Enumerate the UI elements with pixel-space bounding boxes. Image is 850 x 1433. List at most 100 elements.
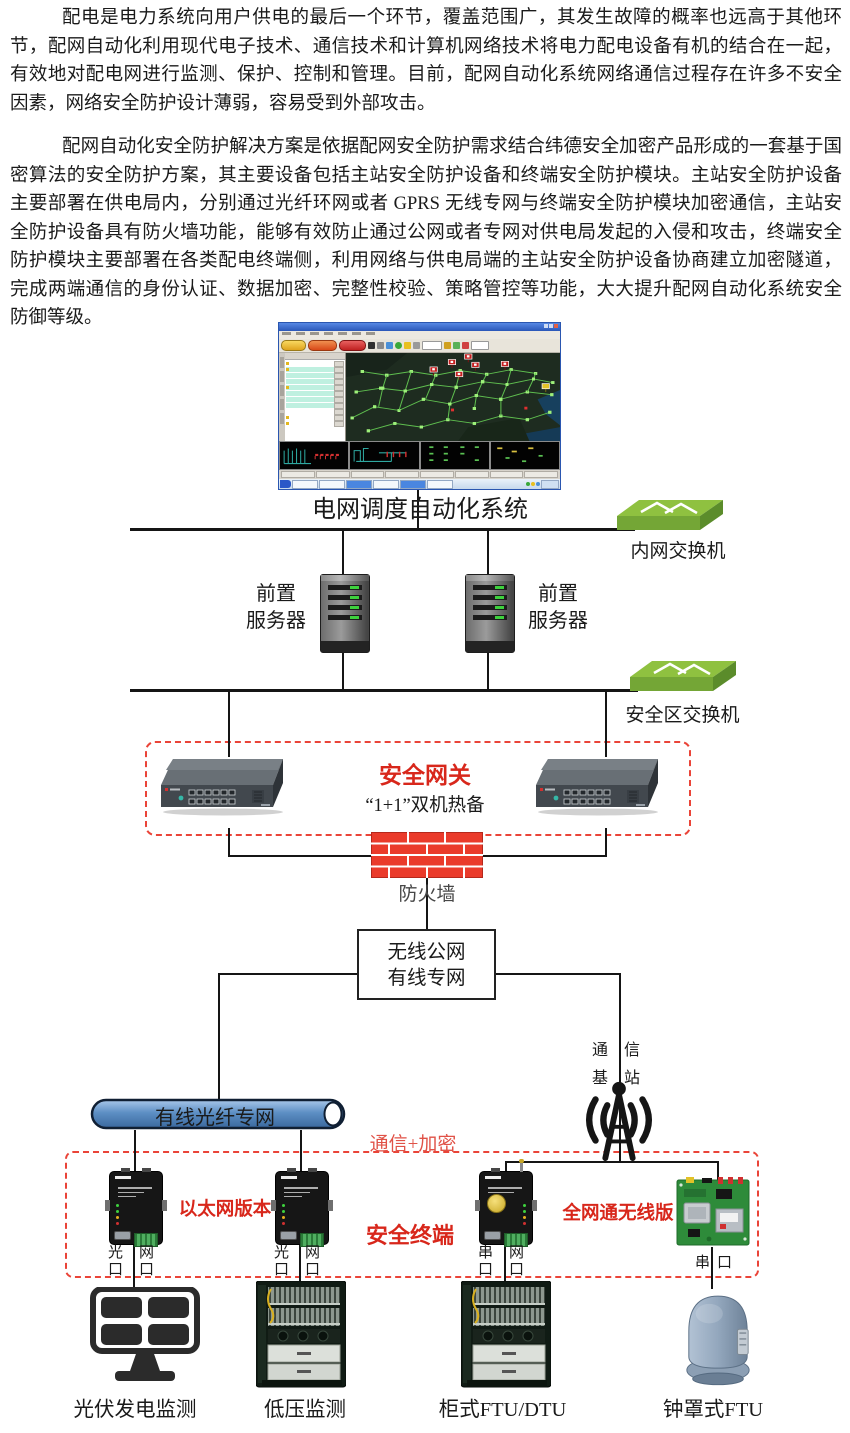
security-zone-switch-icon [630, 661, 736, 691]
base-station-label: 通 信 基 站 [592, 1042, 641, 1087]
detail-panel-4 [490, 442, 559, 469]
system-tray [526, 479, 559, 489]
alarm-flag-icon [500, 360, 510, 371]
warning-flag-icon [541, 383, 550, 392]
connector-line [300, 1130, 302, 1172]
intro-paragraph-1: 配电是电力系统向用户供电的最后一个环节，覆盖范围广，其发生故障的概率也远高于其他… [10, 8, 842, 114]
detail-panel-3 [420, 442, 489, 469]
hot-standby-label: “1+1”双机热备 [365, 796, 485, 816]
connector-line [218, 973, 357, 975]
base-station-antenna-icon [586, 1081, 652, 1162]
toolbar-pill-red [339, 340, 366, 351]
alarm-flag-icon [454, 371, 464, 381]
intro-paragraph-2: 配网自动化安全防护解决方案是依据配网安全防护需求结合纬德安全加密产品形成的一套基… [10, 137, 842, 328]
alarm-flag-icon [429, 366, 438, 376]
port-label-optical: 光口 [107, 1245, 123, 1278]
connector-line [487, 650, 489, 691]
emblem-badge [487, 1194, 506, 1213]
start-button-icon [280, 480, 291, 488]
connector-line [504, 1243, 506, 1283]
ftu-dtu-label: 柜式FTU/DTU [438, 1399, 567, 1421]
alarm-flag-icon [471, 361, 480, 372]
connector-line [619, 973, 621, 1163]
fiber-pipe-icon [90, 1098, 346, 1130]
wireless-pcb-board [676, 1177, 750, 1246]
front-server-label-left: 前置 服务器 [246, 583, 306, 632]
channel-box-line2: 有线专网 [387, 968, 466, 989]
connector-line [342, 650, 344, 691]
connector-line [299, 1243, 301, 1283]
channel-box-line1: 无线公网 [387, 942, 466, 963]
solar-panel-icon [90, 1287, 200, 1381]
toolbar-pill-yellow [281, 340, 306, 351]
security-zone-switch-label: 安全区交换机 [625, 705, 740, 726]
bell-ftu-icon [686, 1295, 750, 1386]
bell-ftu-label: 钟罩式FTU [662, 1399, 764, 1421]
connector-line [496, 973, 621, 975]
clock-icon [541, 479, 559, 489]
toolbar-pill-orange [308, 340, 337, 351]
port-label-net: 网口 [508, 1245, 524, 1278]
connector-line [505, 1161, 719, 1163]
scada-statusbar [279, 470, 560, 479]
port-label-optical: 光口 [273, 1245, 289, 1278]
front-server-tower-2 [465, 574, 515, 653]
port-label-serial: 串口 [477, 1245, 493, 1278]
tool-icon [453, 342, 460, 349]
connector-line [134, 1130, 136, 1172]
connector-line [487, 529, 489, 575]
comm-encrypt-label: 通信+加密 [369, 1134, 457, 1155]
connector-line [218, 973, 220, 1099]
fiber-network-label: 有线光纤专网 [155, 1107, 275, 1129]
connector-line [426, 876, 428, 930]
security-terminal-module-2 [271, 1168, 333, 1247]
intro-text: 配电是电力系统向用户供电的最后一个环节，覆盖范围广，其发生故障的概率也远高于其他… [10, 4, 842, 333]
bus-line-intranet [130, 528, 635, 531]
port-label-net: 网口 [138, 1245, 154, 1278]
wireless-version-label: 全网通无线版 [562, 1204, 674, 1224]
security-terminal-dashed-box [65, 1151, 759, 1278]
lv-monitoring-cabinet [256, 1281, 346, 1388]
pv-monitoring-label: 光伏发电监测 [73, 1399, 197, 1421]
toolbar-dropdown [471, 341, 489, 350]
tool-icon [395, 342, 402, 349]
toolbar-dropdown [422, 341, 442, 350]
ethernet-version-label: 以太网版本 [178, 1200, 272, 1220]
scada-map [346, 353, 560, 441]
security-gateway-appliance-1 [161, 759, 283, 816]
firewall-icon [371, 832, 483, 878]
scada-caption: 电网调度自动化系统 [312, 497, 528, 523]
connector-line [505, 1161, 507, 1173]
port-label-serial: 串口 [694, 1255, 739, 1271]
connector-line [228, 828, 230, 857]
scada-toolbar [279, 339, 560, 353]
connector-line [133, 1243, 135, 1289]
scada-screenshot-window [278, 322, 561, 490]
scada-side-tabs [279, 353, 285, 441]
alarm-flag-icon [464, 353, 473, 363]
port-label-net: 网口 [304, 1245, 320, 1278]
tool-icon [444, 342, 451, 349]
detail-panel-1 [280, 442, 349, 469]
bus-line-security-zone [130, 689, 638, 692]
tool-icon [413, 342, 420, 349]
tool-icon [386, 342, 393, 349]
scada-tree-panel [285, 353, 346, 441]
connector-line [342, 529, 344, 575]
security-gateway-title: 安全网关 [379, 763, 471, 788]
security-gateway-appliance-2 [536, 759, 658, 816]
connector-line [482, 855, 607, 857]
monitor-icon [368, 342, 375, 349]
security-terminal-module-wireless [475, 1159, 537, 1247]
ftu-dtu-cabinet [461, 1281, 551, 1388]
front-server-label-right: 前置 服务器 [528, 583, 588, 632]
security-terminal-module-1 [105, 1168, 167, 1247]
connector-line [605, 691, 607, 757]
firewall-label: 防火墙 [398, 884, 456, 905]
detail-panel-2 [350, 442, 419, 469]
security-terminal-title: 安全终端 [365, 1223, 454, 1248]
connector-line [417, 486, 419, 529]
connector-line [717, 1161, 719, 1180]
connector-line [228, 855, 373, 857]
